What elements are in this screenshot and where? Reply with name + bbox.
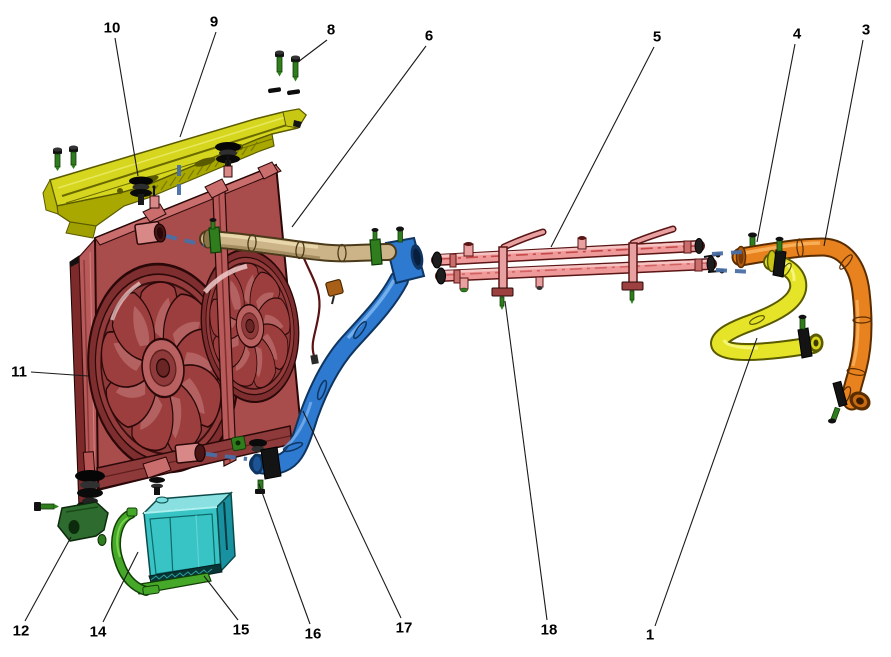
radiator-outlet: [174, 442, 206, 464]
leader-line: [504, 300, 548, 621]
callout-4-hose-clamp-screw: 4: [756, 26, 802, 243]
callout-number: 8: [327, 22, 335, 39]
bracket-nut: [97, 534, 107, 546]
filler-cap: [155, 496, 169, 504]
leader-line: [756, 43, 796, 243]
leader-line: [203, 575, 239, 621]
callout-9-upper-support-bracket: 9: [179, 14, 218, 138]
callout-number: 14: [90, 624, 107, 641]
leader-line: [24, 536, 72, 622]
callout-8-mounting-bolts: 8: [297, 22, 335, 63]
callout-number: 10: [104, 20, 121, 37]
callout-18-bracket-bolt: 18: [504, 300, 558, 639]
bracket-bolt: [39, 503, 55, 510]
callout-11-radiator: 11: [11, 364, 89, 381]
shroud-mount-tower: [257, 161, 279, 180]
wire-connector: [310, 354, 319, 365]
coolant-pipe-assembly: [431, 225, 725, 310]
shroud-mount-tower: [204, 178, 229, 199]
callout-number: 5: [653, 29, 661, 46]
bracket-bolt: [629, 290, 635, 301]
hose-clamp-top: [772, 236, 787, 278]
hose-clamp-end: [828, 380, 848, 424]
leader-line: [258, 483, 311, 625]
callout-number: 15: [233, 622, 250, 639]
callout-17-lower-hose: 17: [302, 410, 413, 637]
callout-number: 4: [793, 26, 802, 43]
leader-line: [302, 410, 402, 619]
callout-number: 1: [646, 627, 654, 644]
callout-number: 12: [13, 623, 30, 640]
leader-line: [114, 37, 139, 177]
leader-line: [179, 31, 217, 138]
callout-16-hose-clamp: 16: [258, 483, 322, 643]
callout-6-radiator-inlet-pipe: 6: [291, 28, 433, 228]
mounting-bolts: [268, 50, 301, 96]
callout-number: 18: [541, 622, 558, 639]
callout-number: 16: [305, 626, 322, 643]
hose-end-fitting: [808, 333, 824, 353]
leader-line: [102, 551, 139, 623]
assembly-guide-lines: [165, 165, 755, 461]
callout-number: 9: [210, 14, 218, 31]
leader-line: [297, 39, 328, 63]
pipe-bracket-left: [491, 246, 514, 310]
callout-10-rubber-mount: 10: [104, 20, 139, 177]
radiator-inlet: [134, 220, 167, 246]
leader-line: [823, 39, 864, 247]
callout-number: 3: [862, 22, 870, 39]
callout-3-coolant-hose-orange: 3: [823, 22, 870, 247]
hose-clamp-end: [797, 314, 813, 359]
bracket-end-hook: [293, 120, 302, 128]
pipe-clamp-left: [208, 218, 222, 254]
reservoir-bracket: [111, 507, 160, 596]
pipe-clamp-right: [369, 228, 383, 266]
callout-number: 11: [11, 364, 27, 381]
callout-layer: 10 9 8 6 5 4 3 11 12 14 15 16 17 18 1: [11, 14, 870, 644]
bracket-bolts-left: [53, 145, 78, 171]
callout-12-lower-mount-bracket: 12: [13, 536, 72, 640]
leader-line: [30, 371, 89, 377]
lower-mount-bracket: [34, 451, 109, 546]
pipe-bracket-right: [621, 242, 644, 304]
bottom-foot: [142, 456, 172, 479]
callout-5-coolant-pipe-assembly: 5: [550, 29, 661, 248]
hose-retainer-clip: [325, 279, 344, 305]
pipe-stub: [535, 276, 544, 288]
leader-line: [550, 46, 655, 248]
pipe-stub: [459, 277, 469, 290]
leader-line: [291, 45, 427, 228]
callout-1-coolant-hose-yellow: 1: [646, 337, 758, 644]
callout-14-reservoir-bracket: 14: [90, 551, 139, 641]
radiator-inlet-pipe: [199, 218, 397, 266]
mount-post: [223, 165, 233, 178]
callout-15-reservoir-tank: 15: [203, 575, 250, 639]
rubber-mount-left: [129, 176, 153, 205]
callout-number: 6: [425, 28, 433, 45]
reservoir-tank: [133, 491, 236, 595]
callout-number: 17: [396, 620, 413, 637]
mount-post: [149, 195, 160, 209]
bracket-bolt: [499, 296, 505, 307]
leader-line: [654, 337, 758, 627]
fan-motor-wire: [301, 255, 321, 357]
bottom-grommet: [249, 439, 267, 447]
